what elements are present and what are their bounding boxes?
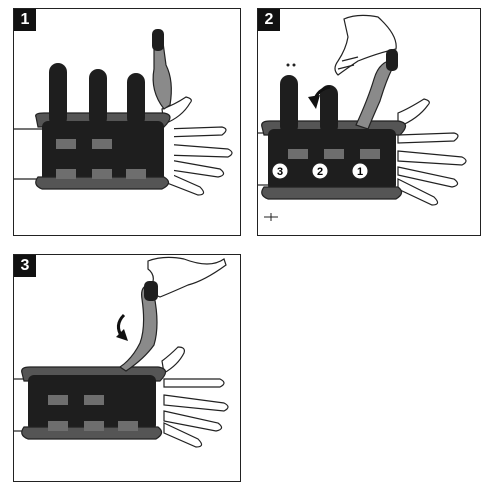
wrist-brace-icon (36, 29, 172, 189)
brace-illustration (14, 255, 242, 483)
step-1-panel: 1 (13, 8, 241, 236)
arrow-icon (308, 95, 320, 109)
hand-icon (162, 97, 232, 195)
svg-text:3: 3 (277, 166, 283, 178)
step-3-panel: 3 (13, 254, 241, 482)
strap-number-1: 1 (352, 163, 368, 179)
brace-illustration: 3 2 1 (258, 9, 482, 237)
hand-icon (162, 347, 228, 447)
strap-number-2: 2 (312, 163, 328, 179)
brace-illustration (14, 9, 242, 237)
wrist-brace-icon (22, 281, 166, 439)
hand-icon (398, 99, 466, 205)
svg-text:1: 1 (357, 166, 363, 178)
strap-number-3: 3 (272, 163, 288, 179)
hand-icon (148, 257, 226, 297)
step-2-panel: 2 (257, 8, 481, 236)
svg-text:2: 2 (317, 166, 323, 178)
